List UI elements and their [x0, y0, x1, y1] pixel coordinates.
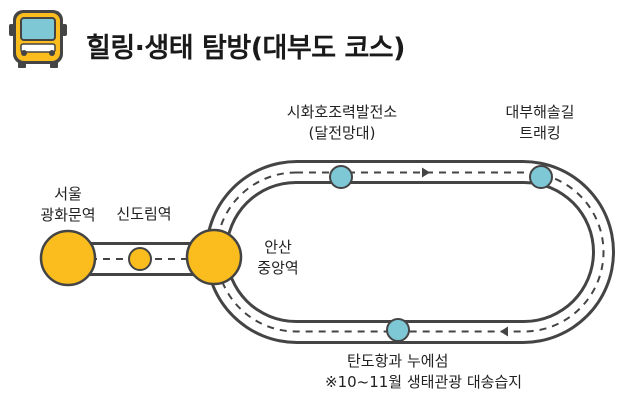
bus-icon — [9, 10, 67, 68]
label-tando-line2: ※10~11월 생태관광 대송습지 — [325, 373, 523, 391]
label-seoul: 서울 광화문역 — [22, 184, 114, 226]
label-tando: 탄도항과 누에섬 ※10~11월 생태관광 대송습지 — [325, 351, 565, 393]
label-ansan-line2: 중앙역 — [257, 259, 299, 277]
stop-ansan — [185, 228, 243, 286]
label-ansan: 안산 중앙역 — [248, 237, 308, 279]
label-daebu: 대부해솔길 트래킹 — [490, 102, 590, 144]
label-daebu-line1: 대부해솔길 — [505, 103, 575, 121]
page-title: 힐링·생태 탐방(대부도 코스) — [86, 33, 405, 64]
stop-daebu — [529, 165, 553, 189]
arrow-left-icon — [500, 326, 508, 337]
label-sihwa: 시화호조력발전소 (달전망대) — [270, 102, 414, 144]
arrow-right-icon — [422, 167, 430, 178]
label-sihwa-line1: 시화호조력발전소 — [286, 103, 398, 121]
label-sindorim-text: 신도림역 — [116, 205, 172, 223]
label-seoul-line1: 서울 — [54, 185, 82, 203]
loop-road — [205, 160, 615, 344]
label-seoul-line2: 광화문역 — [40, 206, 96, 224]
stop-tando — [386, 318, 410, 342]
label-tando-line1: 탄도항과 누에섬 — [347, 352, 449, 370]
stop-seoul — [39, 229, 97, 287]
label-sindorim: 신도림역 — [104, 204, 184, 225]
label-daebu-line2: 트래킹 — [519, 124, 561, 142]
stop-sindorim — [128, 247, 152, 271]
stop-sihwa — [329, 165, 353, 189]
label-ansan-line1: 안산 — [264, 238, 292, 256]
label-sihwa-line2: (달전망대) — [308, 124, 376, 142]
